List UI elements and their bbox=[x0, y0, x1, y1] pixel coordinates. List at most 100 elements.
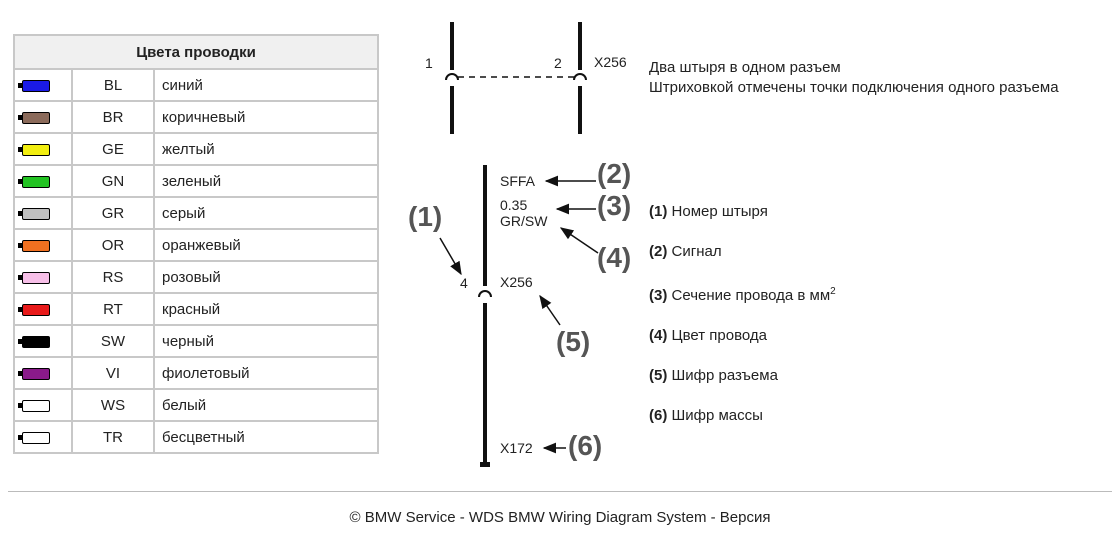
top-note-line1: Два штыря в одном разъем bbox=[649, 59, 841, 76]
callout-3: (3) bbox=[597, 190, 632, 221]
wire-color-label: GR/SW bbox=[500, 213, 548, 229]
wire-swatch-icon bbox=[18, 271, 50, 284]
main-wire-example bbox=[439, 165, 599, 467]
callout-4: (4) bbox=[597, 242, 632, 273]
legend-code: TR bbox=[71, 420, 155, 454]
explanation-6-num: (6) bbox=[649, 407, 668, 424]
legend-color-name: серый bbox=[153, 196, 379, 230]
wire-swatch-icon bbox=[18, 111, 50, 124]
legend-code: SW bbox=[71, 324, 155, 358]
callout-2: (2) bbox=[597, 158, 632, 189]
legend-color-name: черный bbox=[153, 324, 379, 358]
footer-divider bbox=[8, 491, 1112, 492]
legend-code: GE bbox=[71, 132, 155, 166]
legend-code: BL bbox=[71, 68, 155, 102]
callout-6: (6) bbox=[568, 430, 603, 461]
legend-swatch-cell bbox=[13, 68, 73, 102]
main-pin-arc bbox=[478, 290, 492, 298]
explanation-4: (4) Цвет провода bbox=[649, 327, 767, 344]
explanation-4-num: (4) bbox=[649, 327, 668, 344]
top-pin-right-number: 2 bbox=[554, 55, 562, 71]
explanation-4-text: Цвет провода bbox=[671, 327, 768, 344]
ground-code-label: X172 bbox=[500, 440, 533, 456]
legend-code: OR bbox=[71, 228, 155, 262]
callout-1: (1) bbox=[408, 201, 443, 232]
explanation-1-text: Номер штыря bbox=[671, 203, 768, 220]
legend-color-name: синий bbox=[153, 68, 379, 102]
legend-color-name: зеленый bbox=[153, 164, 379, 198]
legend-swatch-cell bbox=[13, 228, 73, 262]
explanation-3-text: Сечение провода в мм bbox=[671, 287, 831, 304]
explanation-1-num: (1) bbox=[649, 203, 668, 220]
legend-color-name: розовый bbox=[153, 260, 379, 294]
signal-label: SFFA bbox=[500, 173, 536, 189]
legend-title: Цвета проводки bbox=[13, 34, 379, 70]
explanation-3-superscript: 2 bbox=[830, 286, 836, 297]
explanation-2-num: (2) bbox=[649, 243, 668, 260]
legend-color-name: бесцветный bbox=[153, 420, 379, 454]
legend-code: GN bbox=[71, 164, 155, 198]
explanation-6: (6) Шифр массы bbox=[649, 407, 763, 424]
arrow-5 bbox=[539, 294, 561, 326]
legend-swatch-cell bbox=[13, 132, 73, 166]
legend-swatch-cell bbox=[13, 260, 73, 294]
legend-code: WS bbox=[71, 388, 155, 422]
section-label: 0.35 bbox=[500, 197, 528, 213]
footer-copyright: © BMW Service - WDS BMW Wiring Diagram S… bbox=[349, 509, 771, 526]
wire-swatch-icon bbox=[18, 207, 50, 220]
explanation-5-text: Шифр разъема bbox=[671, 367, 778, 384]
explanation-2: (2) Сигнал bbox=[649, 243, 722, 260]
legend-swatch-cell bbox=[13, 388, 73, 422]
top-note-line2: Штриховкой отмечены точки подключения од… bbox=[649, 79, 1059, 96]
legend-swatch-cell bbox=[13, 164, 73, 198]
wire-swatch-icon bbox=[18, 399, 50, 412]
wire-swatch-icon bbox=[18, 335, 50, 348]
legend-swatch-cell bbox=[13, 196, 73, 230]
connector-code-label: X256 bbox=[500, 274, 533, 290]
legend-color-name: коричневый bbox=[153, 100, 379, 134]
wire-swatch-icon bbox=[18, 431, 50, 444]
explanation-2-text: Сигнал bbox=[671, 243, 722, 260]
legend-swatch-cell bbox=[13, 420, 73, 454]
legend-swatch-cell bbox=[13, 292, 73, 326]
legend-code: VI bbox=[71, 356, 155, 390]
legend-color-name: оранжевый bbox=[153, 228, 379, 262]
top-connector-code: X256 bbox=[594, 54, 627, 70]
explanation-3: (3) Сечение провода в мм2 bbox=[649, 286, 836, 304]
legend-color-name: желтый bbox=[153, 132, 379, 166]
pin-number-label: 4 bbox=[460, 275, 468, 291]
wire-swatch-icon bbox=[18, 175, 50, 188]
top-connector-example bbox=[445, 22, 587, 134]
wire-swatch-icon bbox=[18, 143, 50, 156]
explanation-6-text: Шифр массы bbox=[671, 407, 763, 424]
wire-swatch-icon bbox=[18, 79, 50, 92]
explanation-5-num: (5) bbox=[649, 367, 668, 384]
wire-swatch-icon bbox=[18, 239, 50, 252]
ground-symbol bbox=[480, 462, 490, 467]
top-pin-left-number: 1 bbox=[425, 55, 433, 71]
callout-5: (5) bbox=[556, 326, 591, 357]
explanation-5: (5) Шифр разъема bbox=[649, 367, 778, 384]
top-right-pin-arc bbox=[573, 73, 587, 81]
top-left-pin-arc bbox=[445, 73, 459, 81]
arrow-4 bbox=[559, 227, 599, 254]
legend-code: RT bbox=[71, 292, 155, 326]
explanation-3-num: (3) bbox=[649, 287, 668, 304]
legend-swatch-cell bbox=[13, 100, 73, 134]
legend-code: GR bbox=[71, 196, 155, 230]
wire-swatch-icon bbox=[18, 367, 50, 380]
legend-code: BR bbox=[71, 100, 155, 134]
arrow-1 bbox=[439, 237, 462, 276]
